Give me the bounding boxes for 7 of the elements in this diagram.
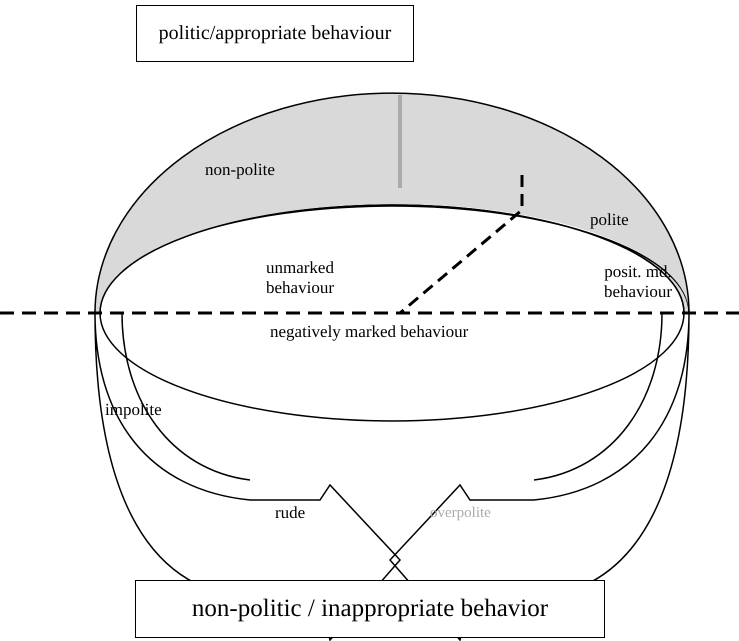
region-label: non-polite (205, 160, 276, 180)
label-box: non-politic / inappropriate behavior (135, 580, 605, 638)
region-label: rude (275, 503, 306, 523)
region-label: polite (590, 210, 630, 230)
region-label: unmarked behaviour (265, 258, 335, 298)
region-label: negatively marked behaviour (270, 322, 470, 342)
label-box: politic/appropriate behaviour (136, 5, 414, 62)
